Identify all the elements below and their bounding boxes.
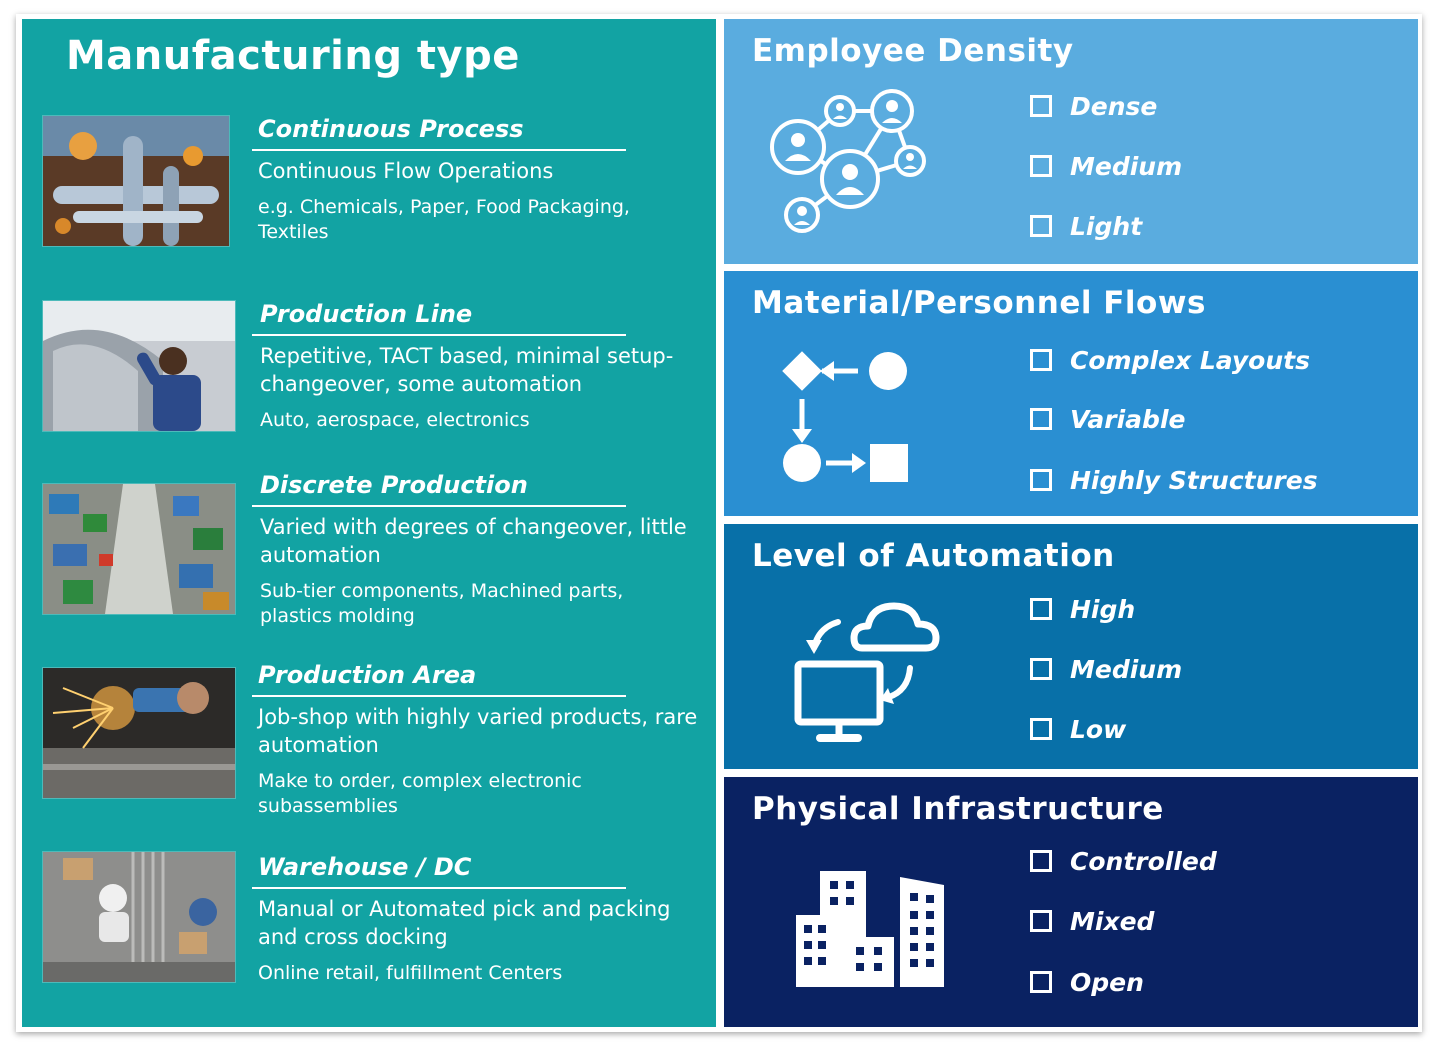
panel-title: Material/Personnel Flows [752, 285, 1206, 321]
option-label: Controlled [1070, 846, 1217, 876]
checkbox[interactable] [1030, 850, 1052, 872]
type-description: Continuous Flow Operations [258, 159, 554, 183]
cloud-computer-sync-icon [762, 592, 952, 752]
option-mixed[interactable]: Mixed [1030, 904, 1154, 938]
option-open[interactable]: Open [1030, 965, 1144, 999]
checkbox[interactable] [1030, 155, 1052, 177]
title-underline [252, 695, 626, 697]
title-underline [252, 505, 626, 507]
option-high[interactable]: High [1030, 592, 1135, 626]
checkbox[interactable] [1030, 598, 1052, 620]
checkbox[interactable] [1030, 469, 1052, 491]
type-title: Production Line [260, 300, 473, 328]
type-examples: Auto, aerospace, electronics [260, 409, 530, 431]
buildings-icon [762, 865, 952, 1025]
type-examples: Online retail, fulfillment Centers [258, 962, 563, 984]
option-label: High [1070, 594, 1136, 624]
production-line-photo [42, 300, 236, 432]
option-dense[interactable]: Dense [1030, 89, 1157, 123]
manufacturing-type-production-line: Production Line Repetitive, TACT based, … [22, 300, 716, 460]
manufacturing-type-continuous-process: Continuous Process Continuous Flow Opera… [22, 115, 716, 275]
discrete-production-photo [42, 483, 236, 615]
level-of-automation-panel: Level of Automation High Medium Low [724, 524, 1418, 769]
employee-density-panel: Employee Density [724, 19, 1418, 264]
option-label: Medium [1070, 654, 1183, 684]
type-title: Production Area [258, 661, 477, 689]
people-network-icon [762, 87, 952, 247]
checkbox[interactable] [1030, 95, 1052, 117]
type-title: Continuous Process [258, 115, 524, 143]
continuous-process-photo [42, 115, 230, 247]
panel-title: Physical Infrastructure [752, 791, 1164, 827]
type-examples: Sub-tier components, Machined parts, pla… [260, 580, 624, 627]
title-underline [252, 887, 626, 889]
option-medium[interactable]: Medium [1030, 149, 1182, 183]
option-label: Mixed [1070, 906, 1155, 936]
physical-infrastructure-panel: Physical Infrastructure [724, 777, 1418, 1027]
material-personnel-flows-panel: Material/Personnel Flows Complex Layouts… [724, 271, 1418, 516]
manufacturing-type-panel: Manufacturing type Continuous Process Co… [22, 19, 716, 1027]
checkbox[interactable] [1030, 658, 1052, 680]
option-label: Variable [1070, 404, 1186, 434]
warehouse-photo [42, 851, 236, 983]
option-label: Medium [1070, 151, 1183, 181]
checkbox[interactable] [1030, 349, 1052, 371]
type-description: Manual or Automated pick and packing and… [258, 897, 671, 949]
option-medium[interactable]: Medium [1030, 652, 1182, 686]
option-label: Open [1070, 967, 1144, 997]
type-description: Repetitive, TACT based, minimal setup-ch… [260, 344, 674, 396]
option-label: Highly Structures [1070, 465, 1318, 495]
option-light[interactable]: Light [1030, 209, 1142, 243]
option-label: Light [1070, 211, 1143, 241]
flow-shapes-icon [762, 339, 952, 499]
production-area-photo [42, 667, 236, 799]
panel-title: Employee Density [752, 33, 1074, 69]
option-label: Complex Layouts [1070, 345, 1310, 375]
checkbox[interactable] [1030, 718, 1052, 740]
type-description: Job-shop with highly varied products, ra… [258, 705, 698, 757]
title-underline [252, 149, 626, 151]
title-underline [252, 334, 626, 336]
manufacturing-type-production-area: Production Area Job-shop with highly var… [22, 661, 716, 821]
option-highly-structures[interactable]: Highly Structures [1030, 463, 1318, 497]
option-controlled[interactable]: Controlled [1030, 844, 1217, 878]
option-variable[interactable]: Variable [1030, 402, 1185, 436]
type-description: Varied with degrees of changeover, littl… [260, 515, 687, 567]
type-title: Discrete Production [260, 471, 528, 499]
manufacturing-type-warehouse: Warehouse / DC Manual or Automated pick … [22, 851, 716, 1013]
checkbox[interactable] [1030, 910, 1052, 932]
checkbox[interactable] [1030, 971, 1052, 993]
option-label: Dense [1070, 91, 1158, 121]
option-complex-layouts[interactable]: Complex Layouts [1030, 343, 1310, 377]
type-examples: e.g. Chemicals, Paper, Food Packaging, T… [258, 196, 630, 243]
checkbox[interactable] [1030, 408, 1052, 430]
panel-title: Manufacturing type [66, 33, 520, 79]
option-label: Low [1070, 714, 1127, 744]
checkbox[interactable] [1030, 215, 1052, 237]
panel-title: Level of Automation [752, 538, 1115, 574]
type-title: Warehouse / DC [258, 853, 472, 881]
type-examples: Make to order, complex electronic subass… [258, 770, 582, 817]
option-low[interactable]: Low [1030, 712, 1126, 746]
manufacturing-type-discrete-production: Discrete Production Varied with degrees … [22, 471, 716, 631]
